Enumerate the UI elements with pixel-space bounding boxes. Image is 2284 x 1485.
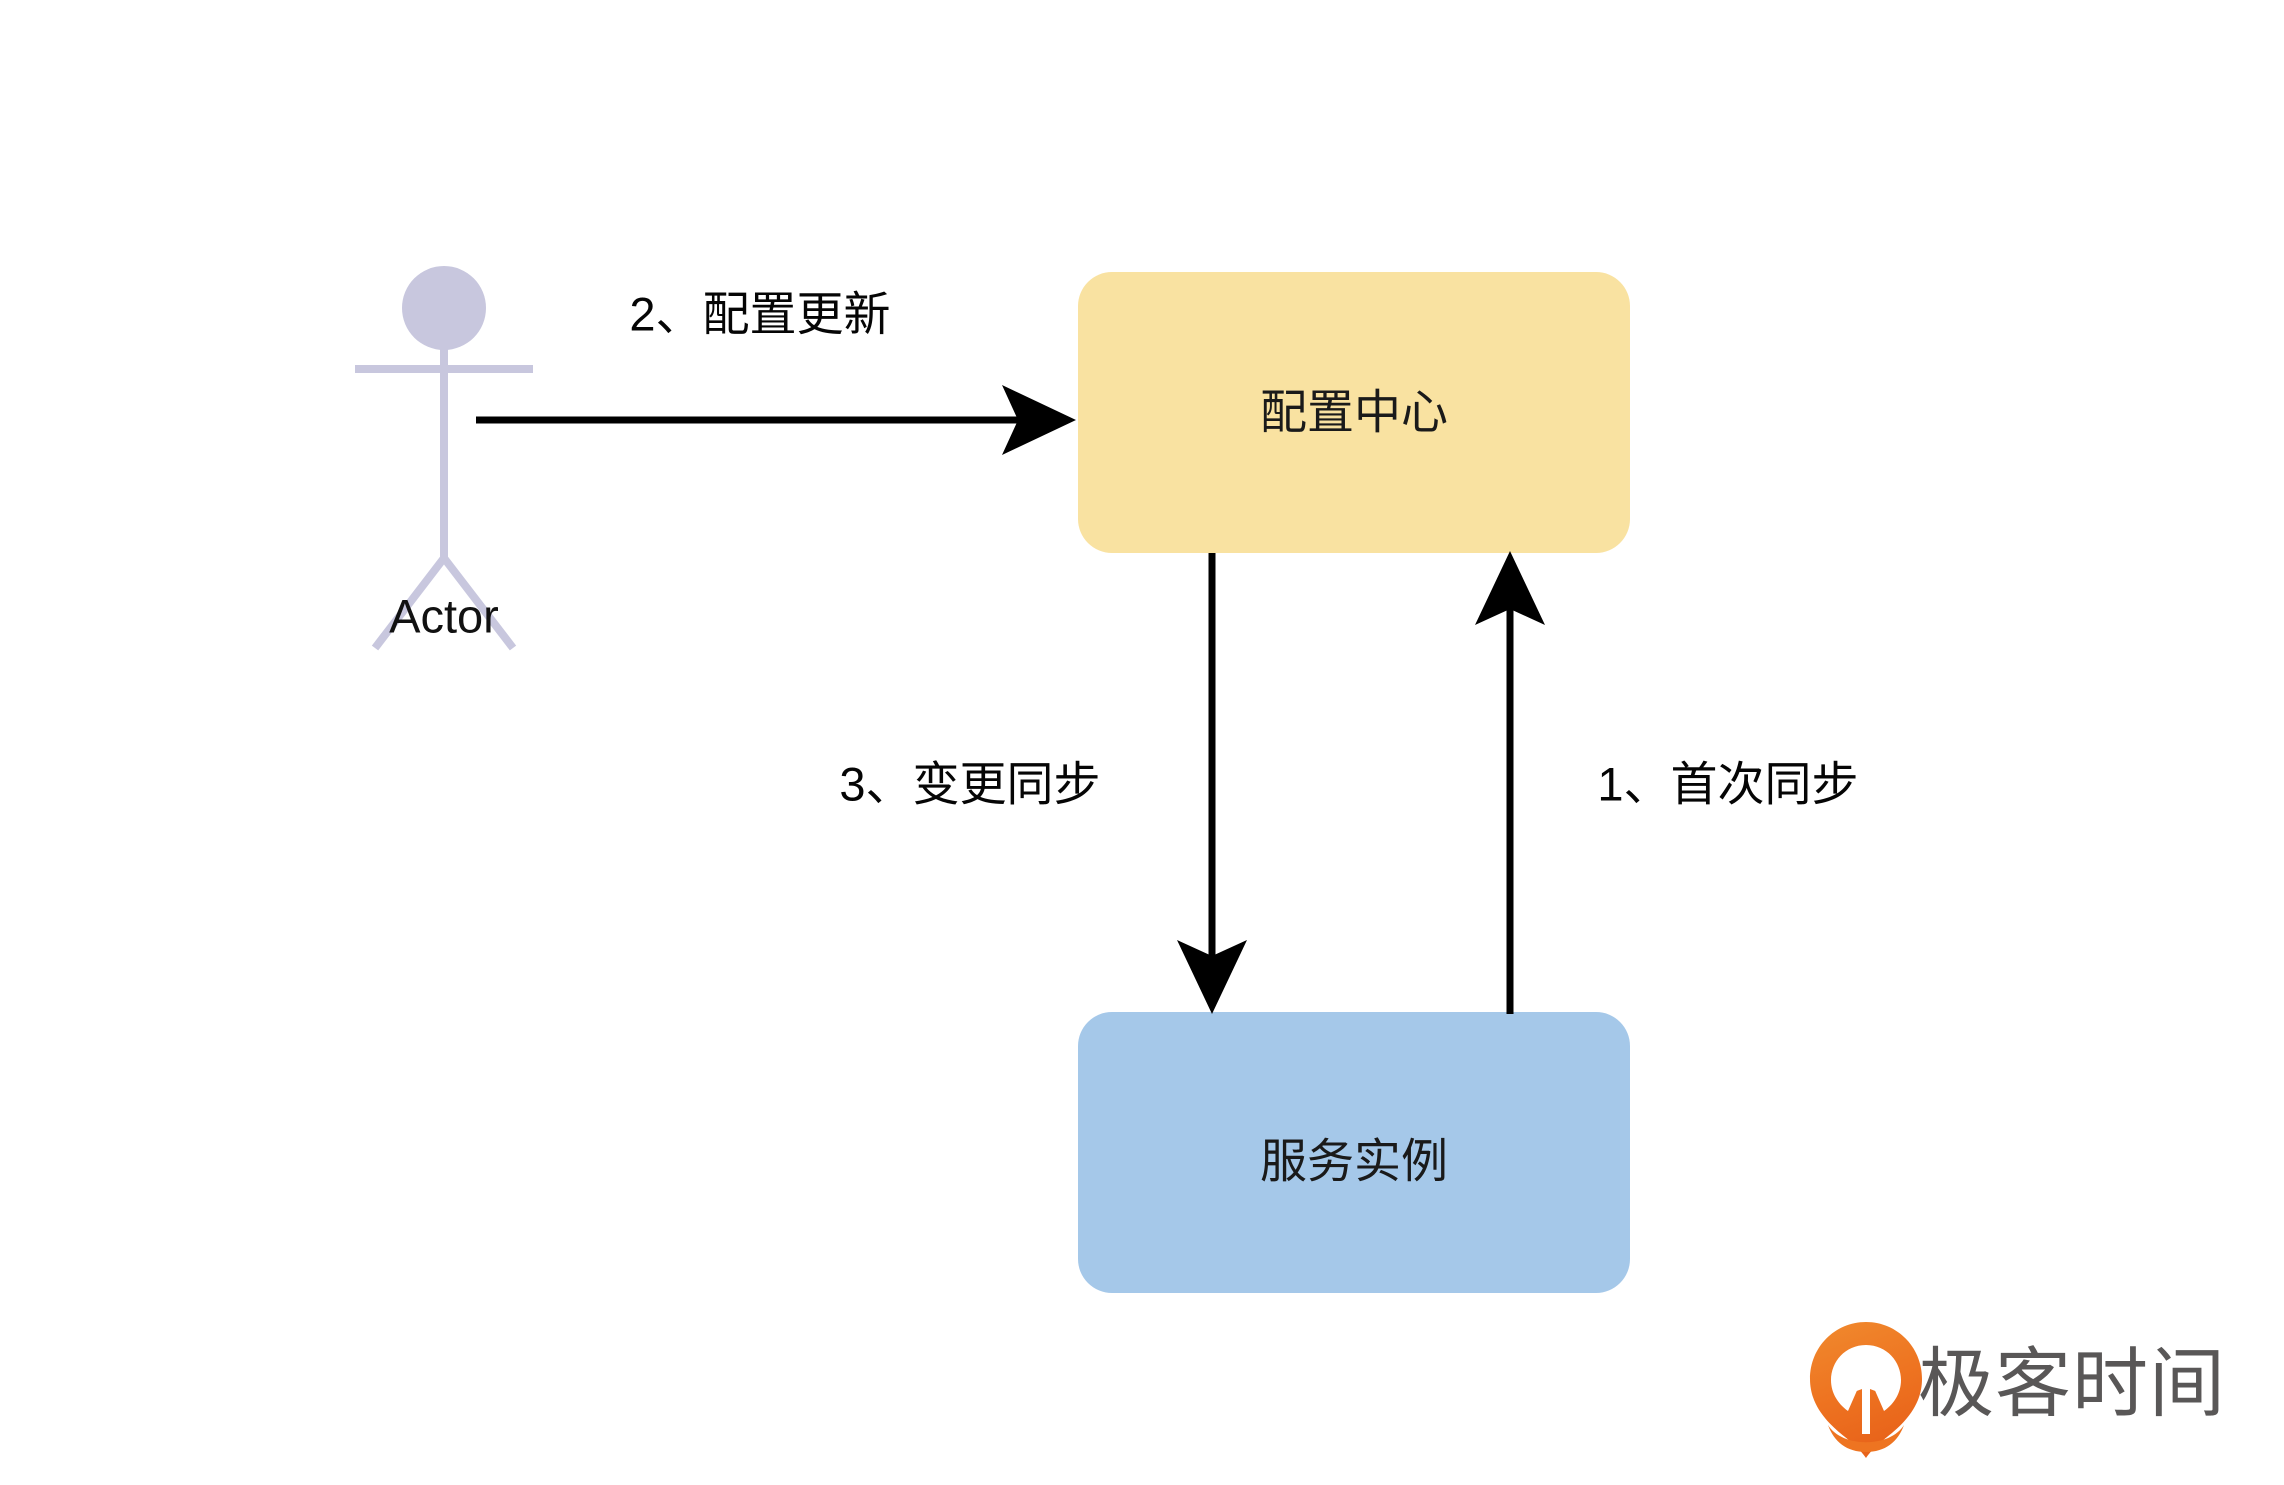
edge-config-update-arrowhead-icon — [1002, 385, 1076, 455]
edge-change-sync-label: 3、变更同步 — [839, 757, 1100, 810]
edge-change-sync-arrowhead-icon — [1177, 940, 1247, 1014]
actor-right-leg-line — [440, 555, 517, 651]
geektime-pin-smile — [1828, 1425, 1904, 1452]
geektime-pin-icon — [1810, 1322, 1922, 1458]
actor-head-icon — [402, 266, 486, 350]
actor-left-leg-line — [371, 555, 448, 651]
geektime-pin-needle — [1854, 1369, 1878, 1434]
edge-config-update: 2、配置更新 — [476, 287, 1076, 455]
config-center-rect[interactable] — [1078, 272, 1630, 553]
actor-label: Actor — [389, 589, 499, 642]
config-center-node[interactable]: 配置中心 — [1078, 272, 1630, 553]
edge-config-update-label: 2、配置更新 — [629, 287, 890, 340]
geektime-logo-text: 极客时间 — [1918, 1342, 2226, 1427]
actor-figure: Actor — [355, 266, 533, 651]
service-instance-label: 服务实例 — [1260, 1134, 1448, 1187]
geektime-logo: 极客时间 — [1810, 1322, 2226, 1458]
service-instance-node[interactable]: 服务实例 — [1078, 1012, 1630, 1293]
edge-change-sync: 3、变更同步 — [839, 553, 1247, 1014]
config-center-label: 配置中心 — [1260, 385, 1448, 438]
service-instance-rect[interactable] — [1078, 1012, 1630, 1293]
edge-first-sync: 1、首次同步 — [1475, 551, 1859, 1014]
edge-first-sync-arrowhead-icon — [1475, 551, 1545, 625]
geektime-pin-inner — [1831, 1345, 1901, 1411]
edge-first-sync-label: 1、首次同步 — [1597, 757, 1858, 810]
